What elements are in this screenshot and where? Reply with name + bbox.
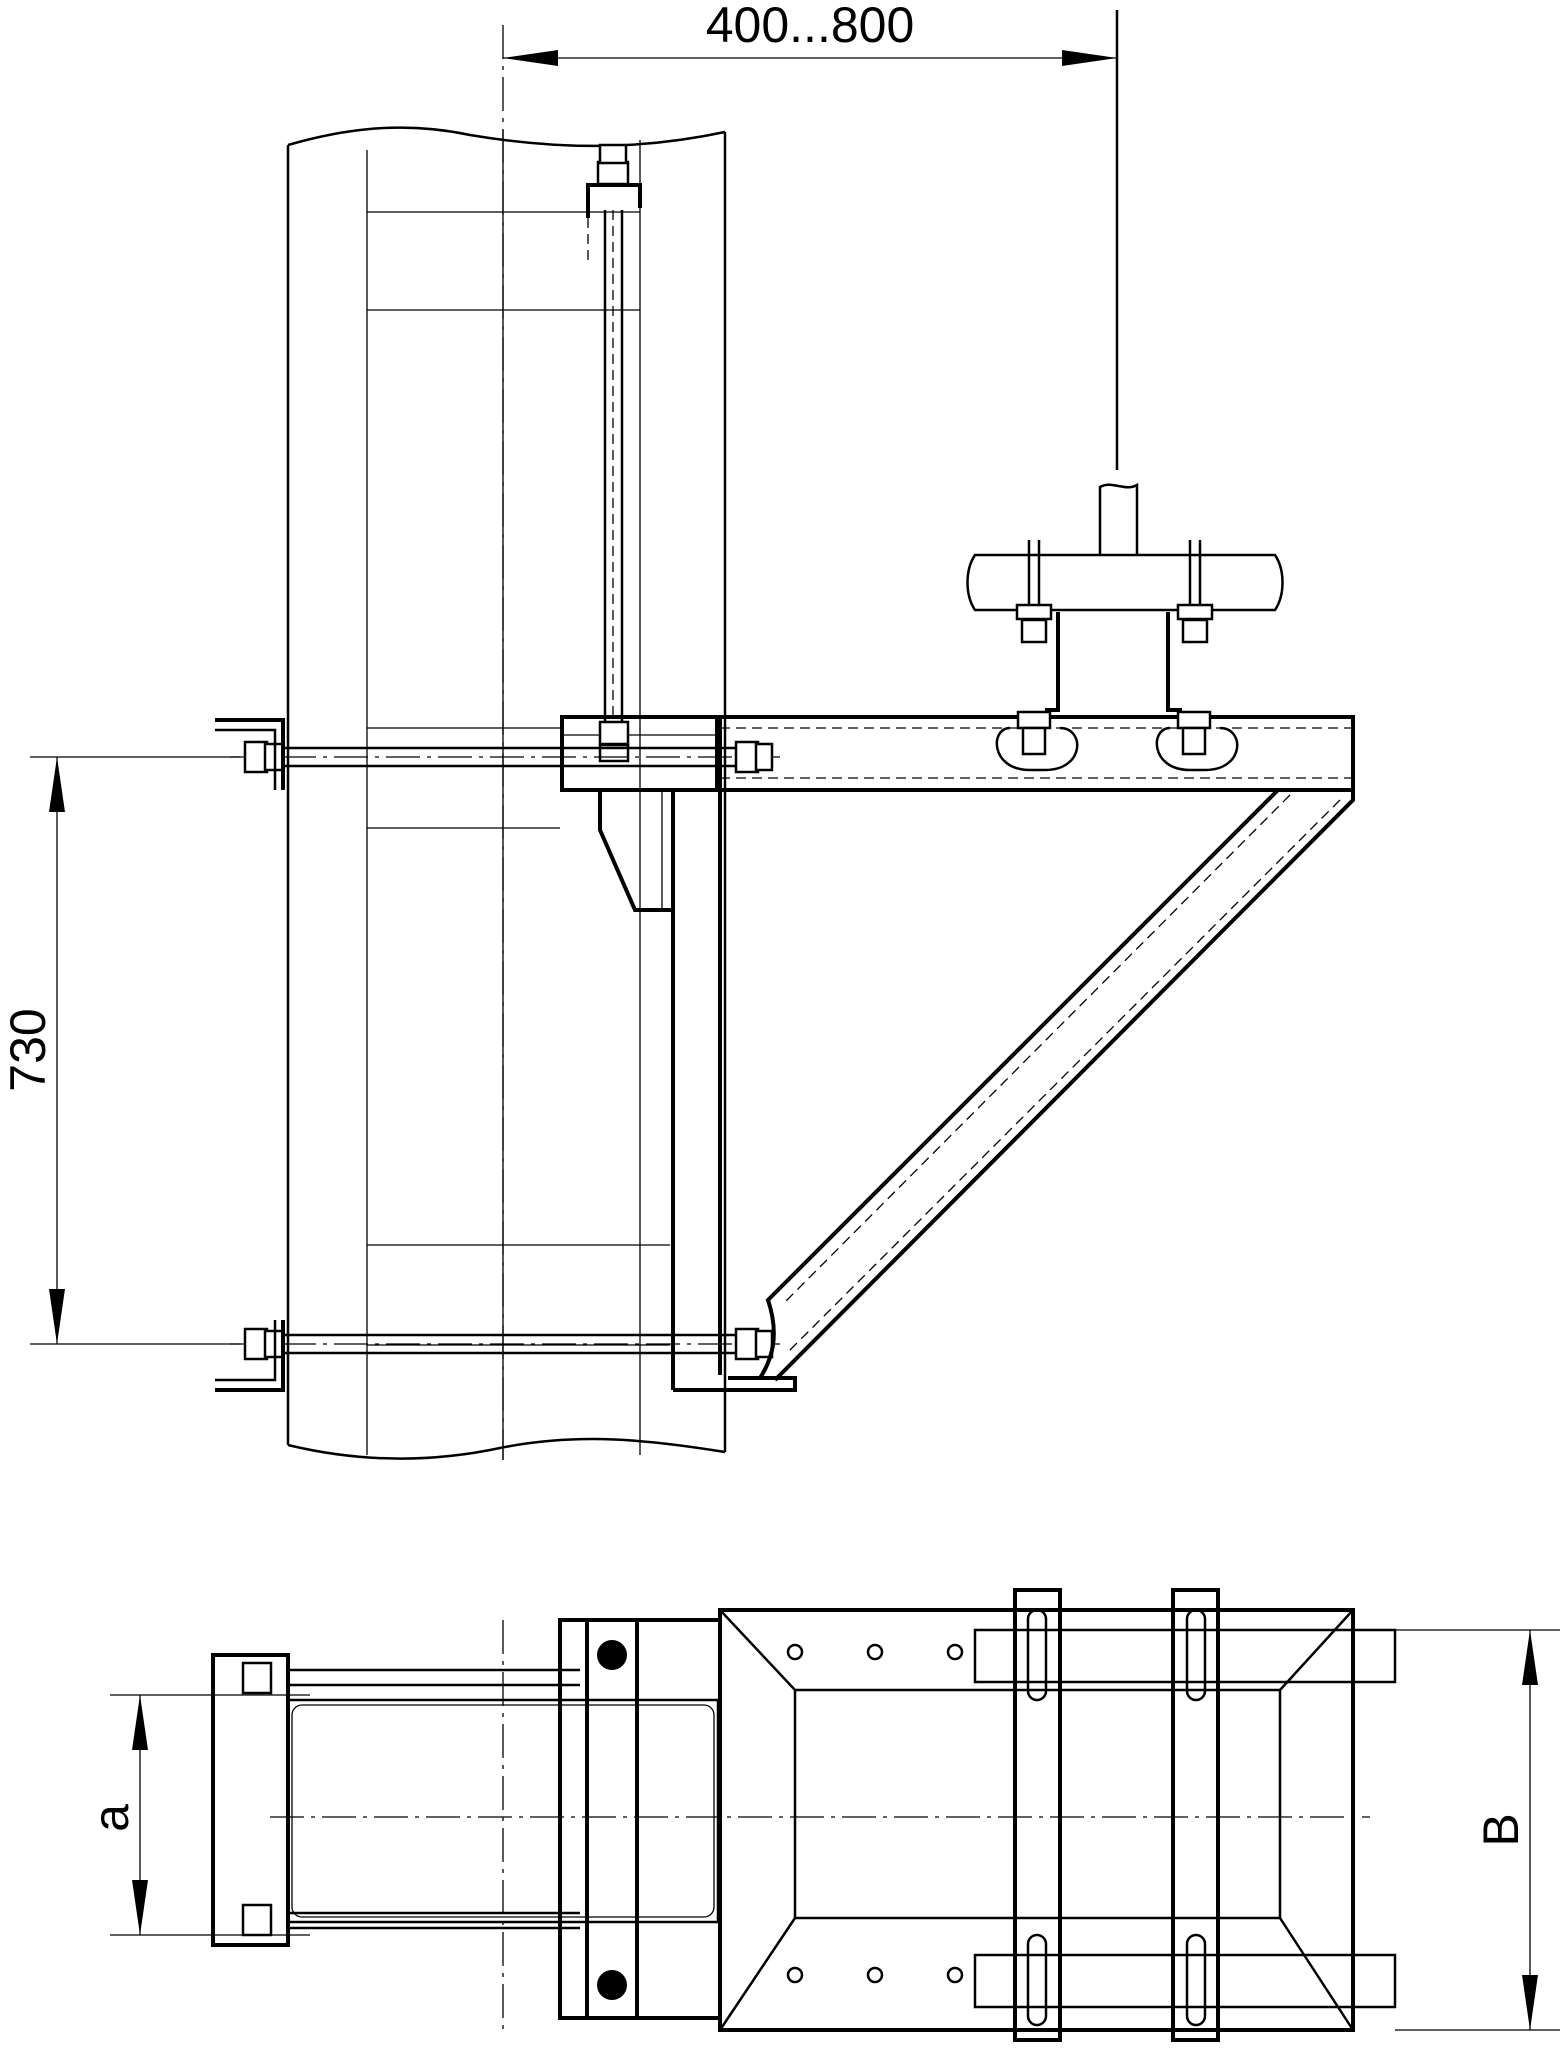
upper-bolt xyxy=(215,718,780,790)
top-view xyxy=(211,1588,1397,2042)
dimension-offset-label: 400...800 xyxy=(706,0,915,53)
upper-threaded-rod xyxy=(586,143,642,745)
dimension-B-label: B xyxy=(1473,1813,1529,1846)
dimension-a-label: a xyxy=(83,1804,139,1832)
lower-bolt xyxy=(215,1320,780,1392)
support-bracket xyxy=(598,715,1355,1392)
column xyxy=(286,25,727,1460)
cross-tube-assembly xyxy=(966,10,1284,772)
dimension-vertical: 730 xyxy=(0,756,240,1345)
dimension-spacing-label: 730 xyxy=(0,1008,56,1091)
dimension-B: B xyxy=(1395,1629,1560,2031)
dimension-horizontal: 400...800 xyxy=(503,0,1117,66)
side-view xyxy=(215,10,1355,1460)
dimension-a: a xyxy=(83,1694,310,1936)
